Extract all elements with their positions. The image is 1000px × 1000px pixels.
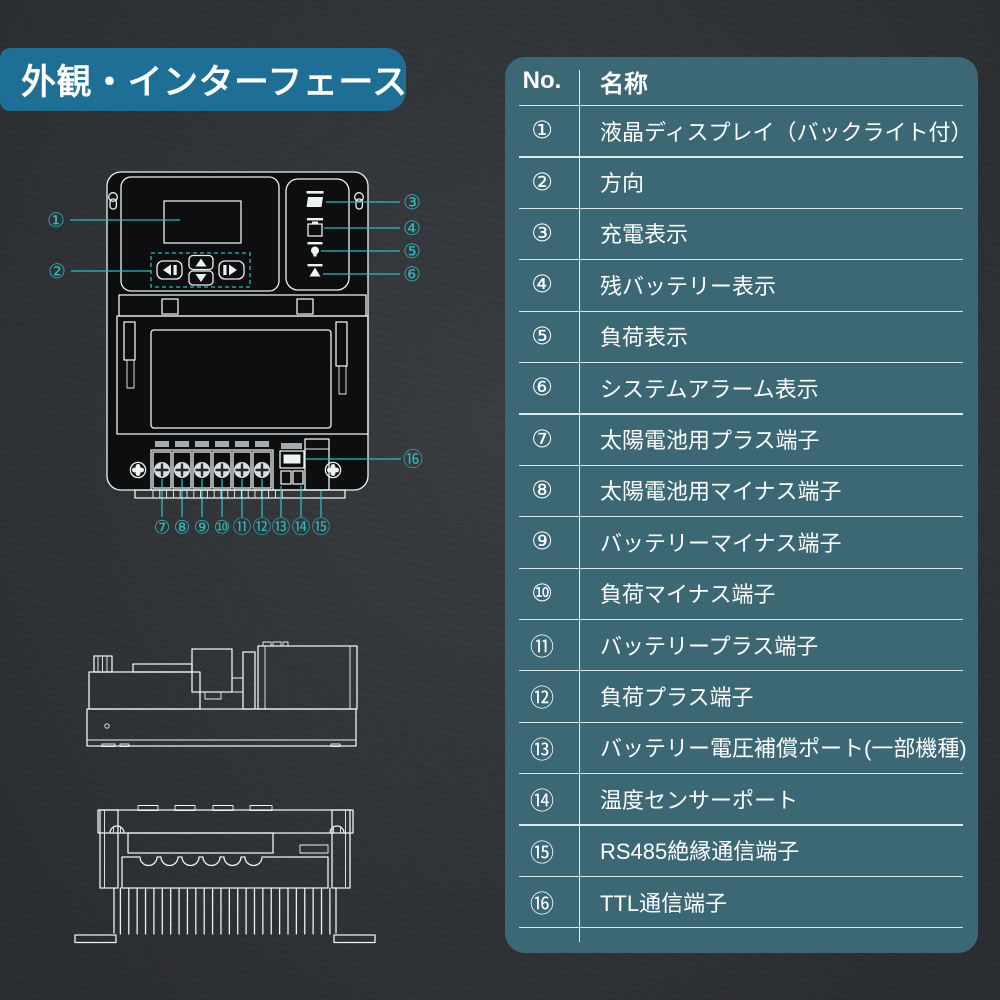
callout-12: ⑫	[253, 518, 272, 539]
row-name: 負荷表示	[600, 325, 689, 351]
callout-lines	[70, 201, 401, 517]
section-title-banner: 外観・インターフェース	[0, 48, 408, 111]
callout-4: ④	[403, 216, 421, 240]
row-name: システムアラーム表示	[600, 376, 819, 402]
callout-8: ⑧	[174, 518, 191, 539]
callout-labels: ① ② ③ ④ ⑤ ⑥ ⑦ ⑧ ⑨ ⑩ ⑪ ⑫ ⑬ ⑭ ⑮ ⑯	[47, 190, 423, 539]
row-number: ⑥	[531, 374, 553, 402]
row-number: ⑧	[531, 476, 553, 504]
callout-10: ⑩	[214, 518, 231, 539]
row-number: ①	[531, 117, 553, 145]
table-row: ⑯ TTL通信端子	[505, 875, 978, 927]
keyhole-slot-icon	[108, 192, 364, 210]
column-divider	[579, 70, 581, 942]
terminal-block	[150, 449, 274, 491]
table-row: ⑦ 太陽電池用プラス端子	[505, 413, 978, 464]
ttl-port	[279, 450, 305, 469]
rs485-port	[304, 438, 330, 491]
charging-icon	[306, 197, 323, 207]
row-number: ⑫	[530, 685, 554, 713]
row-name: 太陽電池用プラス端子	[600, 428, 820, 454]
load-bulb-icon	[311, 246, 319, 255]
header-no: No.	[522, 67, 562, 94]
row-name: 残バッテリー表示	[600, 273, 777, 299]
table-row: ④ 残バッテリー表示	[505, 259, 978, 310]
table-row: ⑤ 負荷表示	[505, 310, 978, 362]
row-number: ⑭	[530, 788, 554, 816]
table-row: ⑨ バッテリーマイナス端子	[505, 516, 978, 567]
table-row: ⑪ バッテリープラス端子	[505, 618, 978, 670]
callout-1: ①	[47, 208, 65, 232]
row-number: ⑨	[531, 528, 553, 556]
table-row: ① 液晶ディスプレイ（バックライト付）	[505, 105, 978, 156]
callout-6: ⑥	[403, 262, 421, 286]
row-name: 充電表示	[600, 222, 689, 248]
table-row: ⑭ 温度センサーポート	[505, 773, 978, 824]
row-name: 方向	[600, 171, 645, 197]
row-name: RS485絶縁通信端子	[600, 839, 800, 865]
terminal-screws	[152, 441, 272, 517]
callout-7: ⑦	[154, 518, 171, 539]
up-arrow-icon	[195, 258, 207, 267]
row-number: ⑪	[530, 634, 554, 662]
row-name: バッテリーマイナス端子	[600, 530, 842, 556]
left-arrow-icon	[163, 264, 171, 276]
table-row: ⑬ バッテリー電圧補償ポート(一部機種)	[505, 721, 978, 773]
row-number: ⑦	[531, 425, 553, 453]
row-name: バッテリー電圧補償ポート(一部機種)	[600, 736, 967, 762]
voltage-sense-port	[280, 470, 292, 485]
row-number: ③	[531, 219, 553, 247]
row-number: ⑮	[530, 839, 554, 867]
callout-13: ⑬	[272, 518, 291, 539]
right-arrow-icon	[229, 264, 237, 276]
lcd-display	[163, 200, 242, 244]
heatsink-fins	[119, 887, 331, 935]
table-row: ⑧ 太陽電池用マイナス端子	[505, 464, 978, 516]
callout-15: ⑮	[312, 518, 331, 539]
row-name: 負荷プラス端子	[600, 684, 754, 710]
table-row: ⑩ 負荷マイナス端子	[505, 567, 978, 619]
callout-14: ⑭	[292, 518, 311, 539]
row-name: 液晶ディスプレイ（バックライト付）	[600, 119, 973, 145]
row-number: ⑯	[530, 891, 554, 919]
table-row: ③ 充電表示	[505, 207, 978, 259]
mounting-screw-icon	[129, 461, 342, 479]
heatsink-view-diagram	[74, 805, 376, 944]
row-number: ④	[531, 271, 553, 299]
row-number: ②	[531, 168, 553, 196]
row-name: TTL通信端子	[600, 890, 728, 916]
row-name: 温度センサーポート	[600, 787, 799, 813]
battery-icon	[307, 223, 323, 237]
row-name: バッテリープラス端子	[600, 633, 819, 659]
alarm-triangle-icon	[309, 267, 321, 277]
comb-strip	[152, 490, 283, 498]
front-view-diagram	[70, 171, 401, 517]
table-header: No. 名称	[505, 57, 978, 105]
callout-5: ⑤	[403, 239, 421, 263]
row-number: ⑤	[531, 322, 553, 350]
callout-2: ②	[48, 259, 66, 283]
table-rows: ① 液晶ディスプレイ（バックライト付） ② 方向 ③ 充電表示 ④ 残バッテリー表示 ⑤ 負荷表示…	[505, 105, 978, 929]
callout-11: ⑪	[233, 518, 252, 539]
callout-9: ⑨	[194, 518, 211, 539]
wiring-cover-window	[150, 329, 332, 429]
button-area	[150, 252, 251, 288]
callout-16: ⑯	[403, 447, 423, 471]
table-row: ② 方向	[505, 156, 978, 207]
spec-table: No. 名称 ① 液晶ディスプレイ（バックライト付） ② 方向 ③ 充電表示 ④ 残バッテリー…	[505, 57, 978, 953]
header-name: 名称	[600, 70, 648, 98]
row-name: 太陽電池用マイナス端子	[600, 479, 842, 505]
indicator-icons	[306, 191, 324, 277]
row-number: ⑬	[530, 736, 554, 764]
row-name: 負荷マイナス端子	[600, 582, 776, 608]
temp-sensor-port	[292, 470, 304, 485]
table-row: ⑮ RS485絶縁通信端子	[505, 824, 978, 875]
table-row: ⑥ システムアラーム表示	[505, 361, 978, 413]
callout-3: ③	[403, 190, 421, 214]
row-number: ⑩	[531, 579, 553, 607]
table-row: ⑫ 負荷プラス端子	[505, 670, 978, 721]
side-view-diagram	[86, 641, 358, 747]
page-title: 外観・インターフェース	[21, 63, 408, 102]
down-arrow-icon	[195, 274, 207, 282]
